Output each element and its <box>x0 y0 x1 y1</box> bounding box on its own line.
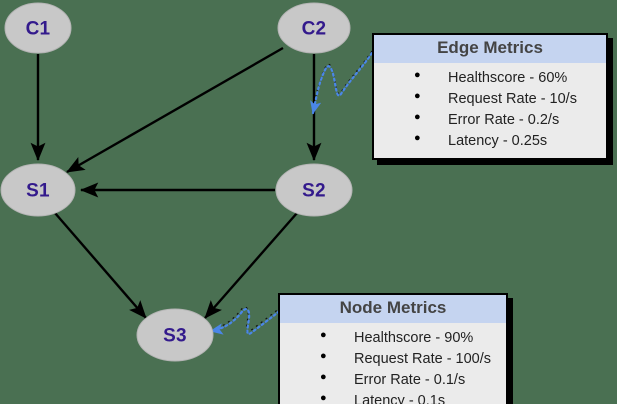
node-metrics-title: Node Metrics <box>280 295 506 323</box>
edge-metrics-title: Edge Metrics <box>374 35 606 63</box>
node-s3[interactable]: S3 <box>136 308 214 362</box>
edge-metrics-list: Healthscore - 60% Request Rate - 10/s Er… <box>374 68 606 152</box>
list-item: Error Rate - 0.1/s <box>280 370 506 391</box>
list-item: Healthscore - 60% <box>374 68 606 89</box>
list-item: Latency - 0.1s <box>280 391 506 404</box>
node-s2-label: S2 <box>302 181 326 202</box>
edge-s1-to-s3 <box>54 212 147 319</box>
node-c1[interactable]: C1 <box>4 2 72 54</box>
node-metrics-pointer <box>209 302 289 335</box>
list-item: Error Rate - 0.2/s <box>374 110 606 131</box>
list-item: Request Rate - 10/s <box>374 89 606 110</box>
node-c2-label: C2 <box>302 19 327 40</box>
node-metrics-list: Healthscore - 90% Request Rate - 100/s E… <box>280 328 506 404</box>
edge-c2-to-s1 <box>66 46 284 174</box>
list-item: Request Rate - 100/s <box>280 349 506 370</box>
edge-metrics-box: Edge Metrics Healthscore - 60% Request R… <box>372 33 608 160</box>
node-s2[interactable]: S2 <box>275 163 353 217</box>
node-c2[interactable]: C2 <box>277 2 351 54</box>
node-c1-label: C1 <box>26 19 51 40</box>
node-s3-label: S3 <box>163 326 187 347</box>
node-s1[interactable]: S1 <box>0 163 76 217</box>
node-metrics-body: Healthscore - 90% Request Rate - 100/s E… <box>280 323 506 404</box>
node-s1-label: S1 <box>26 181 50 202</box>
edge-s2-to-s3 <box>204 212 298 319</box>
node-metrics-box: Node Metrics Healthscore - 90% Request R… <box>278 293 508 404</box>
edge-metrics-body: Healthscore - 60% Request Rate - 10/s Er… <box>374 63 606 158</box>
list-item: Latency - 0.25s <box>374 131 606 152</box>
edge-metrics-pointer <box>310 50 374 115</box>
list-item: Healthscore - 90% <box>280 328 506 349</box>
